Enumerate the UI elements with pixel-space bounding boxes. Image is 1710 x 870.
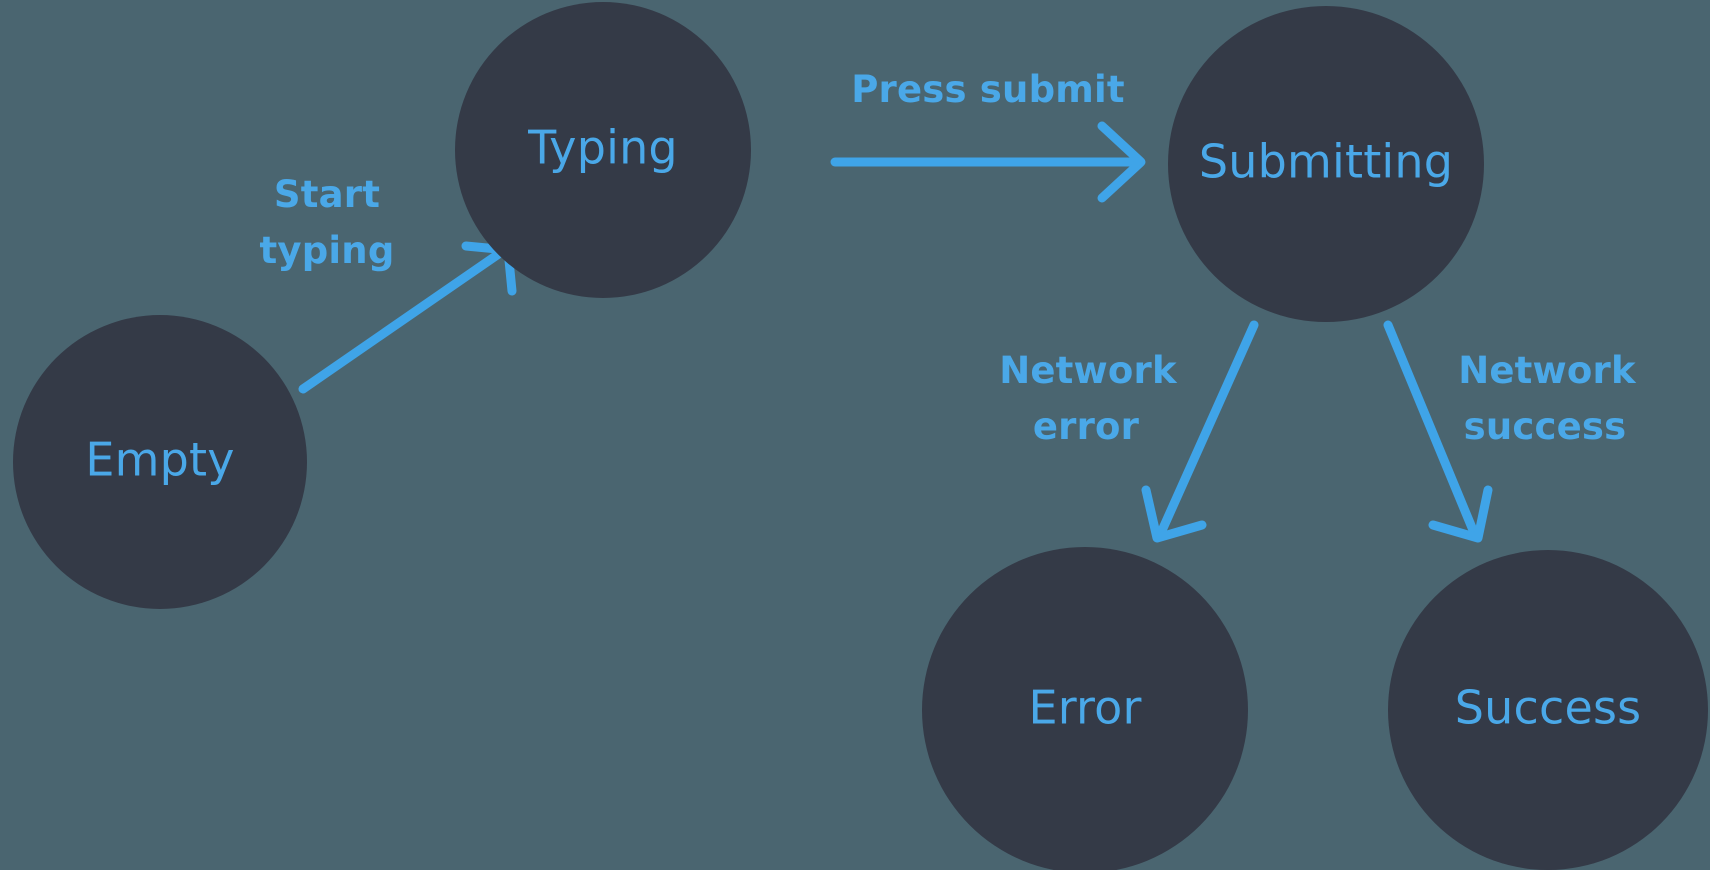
state-node-submitting-label: Submitting <box>1199 135 1453 189</box>
edge-submitting-to-error-shaft <box>1155 320 1259 540</box>
state-node-error-label: Error <box>1028 681 1141 735</box>
state-node-submitting[interactable]: Submitting <box>1168 6 1484 322</box>
edge-label-network-error-line-1: Network <box>999 349 1178 392</box>
state-node-empty-circle <box>13 315 307 609</box>
edge-label-start-typing-line-2: typing <box>260 229 395 272</box>
state-node-success[interactable]: Success <box>1388 550 1708 870</box>
edge-typing-to-submitting[interactable] <box>830 121 1146 203</box>
state-node-typing-label: Typing <box>527 121 678 175</box>
state-node-empty-label: Empty <box>85 433 234 487</box>
edge-label-press-submit-line-1: Press submit <box>851 68 1125 111</box>
state-node-typing[interactable]: Typing <box>455 2 751 298</box>
edge-submitting-to-success[interactable] <box>1383 320 1493 543</box>
state-node-typing-circle <box>455 2 751 298</box>
edge-label-network-success: Network success <box>1458 349 1637 448</box>
state-node-empty[interactable]: Empty <box>13 315 307 609</box>
edge-submitting-to-success-shaft <box>1383 320 1480 540</box>
edge-label-start-typing-line-1: Start <box>274 173 380 216</box>
edge-label-network-error: Network error <box>999 349 1178 448</box>
state-node-success-circle <box>1388 550 1708 870</box>
edge-label-press-submit: Press submit <box>851 68 1125 111</box>
edge-typing-to-submitting-arrowhead <box>1097 121 1146 203</box>
edge-label-network-success-line-2: success <box>1464 405 1627 448</box>
edge-submitting-to-error[interactable] <box>1141 320 1259 543</box>
state-node-submitting-circle <box>1168 6 1484 322</box>
edge-label-network-success-line-1: Network <box>1458 349 1637 392</box>
edge-submitting-to-success-arrowhead <box>1428 485 1493 543</box>
edge-empty-to-typing-shaft <box>298 248 505 394</box>
edge-label-network-error-line-2: error <box>1033 405 1140 448</box>
state-node-success-label: Success <box>1455 681 1642 735</box>
edge-label-start-typing: Start typing <box>260 173 395 272</box>
state-node-error-circle <box>922 547 1248 870</box>
state-node-error[interactable]: Error <box>922 547 1248 870</box>
edge-submitting-to-error-arrowhead <box>1141 485 1207 543</box>
